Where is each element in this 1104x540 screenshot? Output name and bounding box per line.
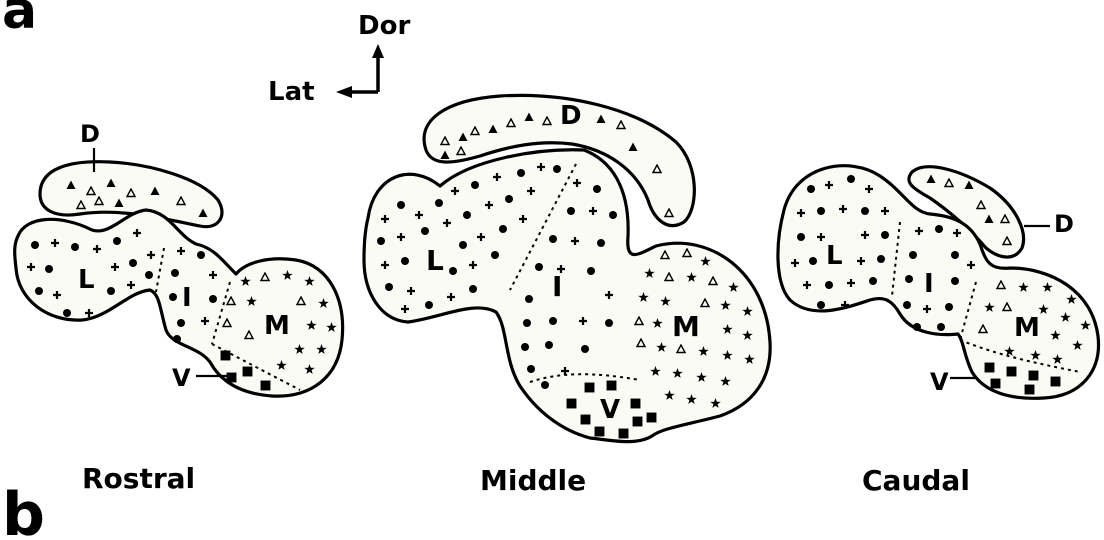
- caudal-region-d-label: D: [1054, 210, 1074, 238]
- rostral-region-l-label: L: [78, 265, 95, 295]
- orientation-indicator: Dor Lat: [268, 11, 410, 107]
- section-middle: D L I M V: [364, 95, 770, 497]
- middle-region-v-label: V: [600, 395, 620, 425]
- rostral-region-i-label: I: [182, 283, 192, 313]
- rostral-region-v-label: V: [172, 364, 191, 392]
- dorsal-label: Dor: [358, 11, 410, 41]
- panel-label-b: b: [2, 480, 45, 540]
- middle-region-l-label: L: [426, 244, 444, 277]
- rostral-region-m-label: M: [264, 311, 290, 341]
- section-rostral: D L I M V: [15, 120, 343, 495]
- section-caudal: D L I M V: [778, 166, 1099, 497]
- middle-region-i-label: I: [552, 270, 562, 303]
- caudal-region-m-label: M: [1014, 313, 1040, 343]
- panel-label-a: a: [2, 0, 37, 41]
- middle-main-outline: [364, 150, 770, 442]
- caption-caudal: Caudal: [862, 464, 970, 497]
- rostral-region-d-label: D: [80, 120, 100, 148]
- caption-rostral: Rostral: [82, 462, 195, 495]
- caudal-region-i-label: I: [924, 269, 934, 299]
- middle-region-d-label: D: [560, 101, 582, 131]
- middle-region-m-label: M: [672, 310, 700, 343]
- lateral-label: Lat: [268, 77, 315, 107]
- caudal-region-v-label: V: [930, 368, 949, 396]
- caption-middle: Middle: [480, 464, 586, 497]
- caudal-region-l-label: L: [826, 241, 843, 271]
